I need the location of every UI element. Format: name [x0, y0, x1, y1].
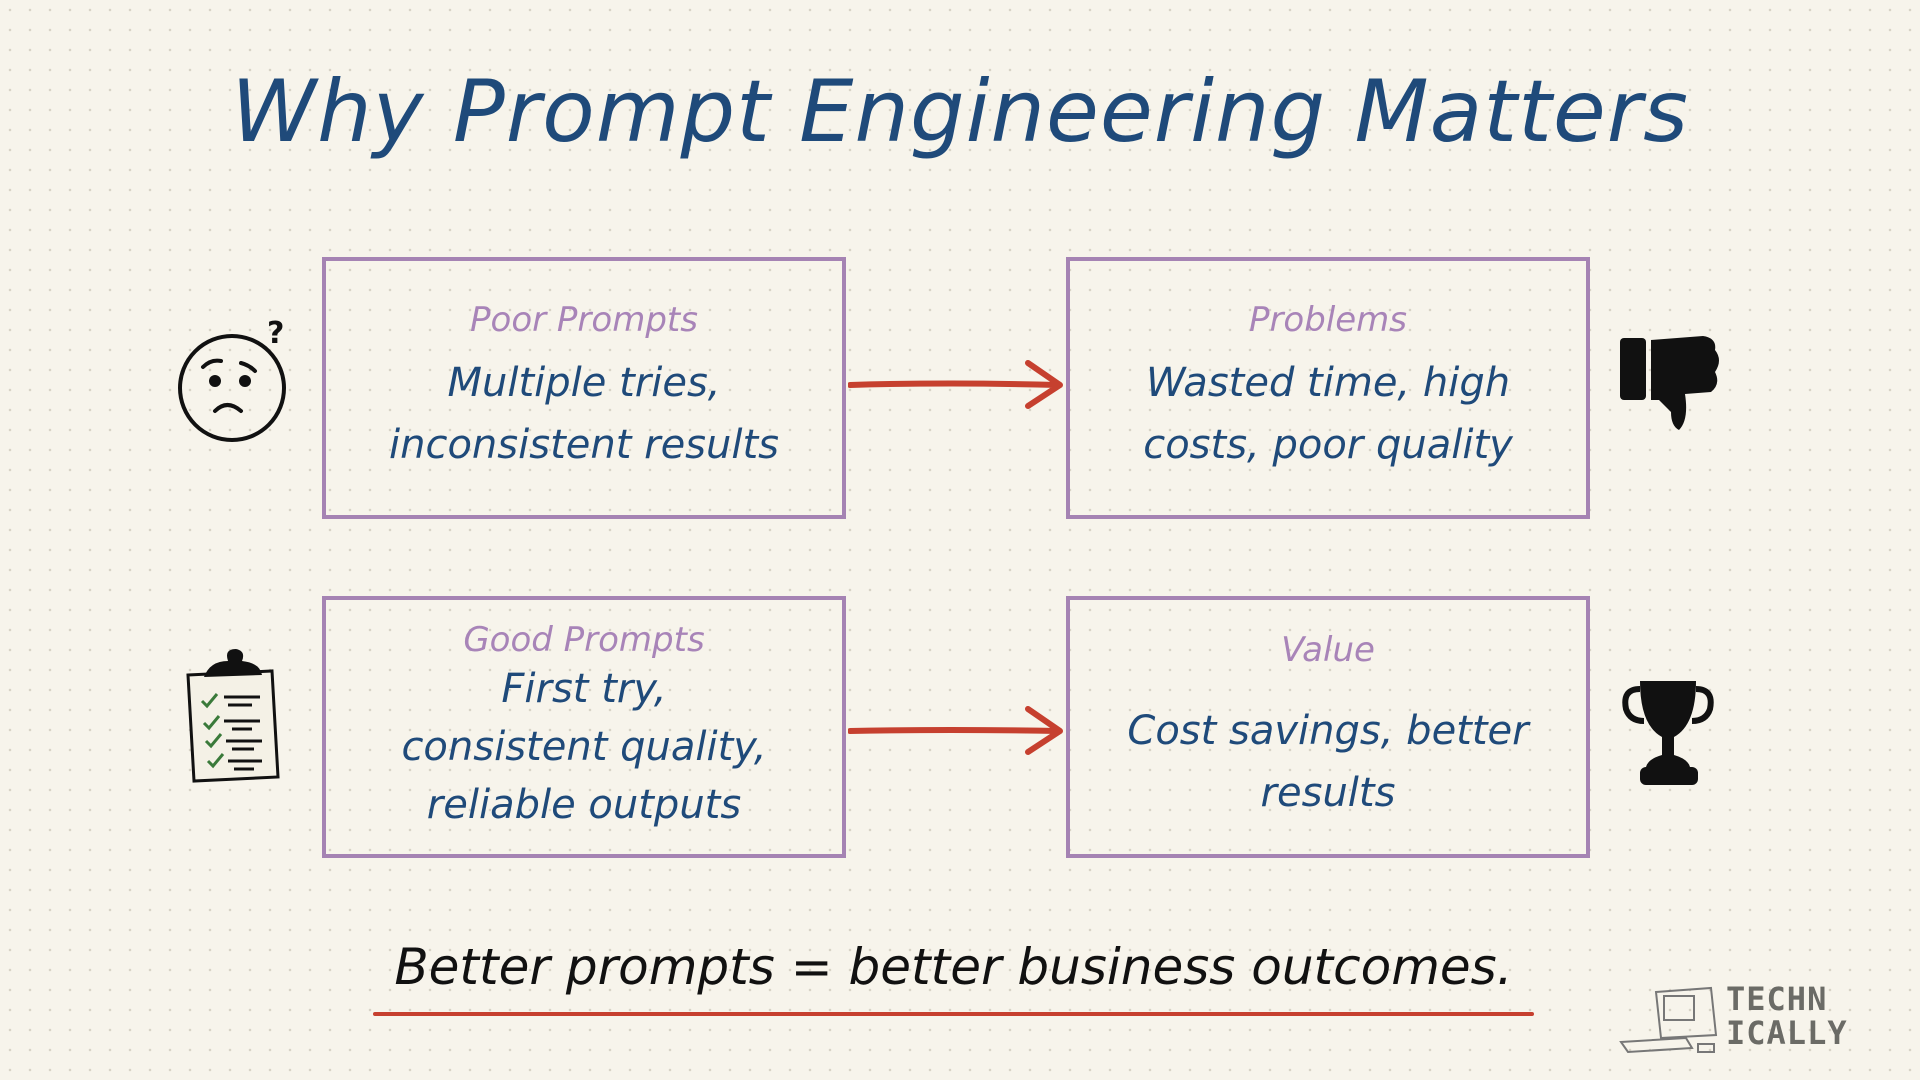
box-text: results [1260, 770, 1396, 816]
poor-prompts-box: Poor Prompts Multiple tries, inconsisten… [322, 257, 846, 519]
box-text: costs, poor quality [1143, 422, 1513, 468]
box-text: reliable outputs [426, 782, 742, 828]
box-text: inconsistent results [389, 422, 779, 468]
thumbs-down-icon [1620, 336, 1719, 430]
footer-underline [373, 1012, 1534, 1016]
computer-icon [1619, 986, 1718, 1054]
box-text: Cost savings, better [1127, 708, 1529, 754]
box-text: consistent quality, [401, 724, 767, 770]
checklist-clipboard-icon [186, 649, 280, 783]
svg-text:?: ? [267, 316, 284, 351]
box-text: Multiple tries, [447, 360, 721, 406]
box-text: Wasted time, high [1145, 360, 1511, 406]
logo-text: TECHN [1726, 980, 1828, 1018]
trophy-icon [1622, 681, 1714, 785]
arrow-right-icon [848, 706, 1063, 755]
good-prompts-box: Good Prompts First try, consistent quali… [322, 596, 846, 858]
arrow-right-icon [848, 360, 1063, 409]
box-heading: Poor Prompts [470, 300, 698, 340]
confused-face-icon: ? [178, 316, 286, 442]
problems-box: Problems Wasted time, high costs, poor q… [1066, 257, 1590, 519]
box-heading: Good Prompts [463, 620, 705, 660]
logo-text: ICALLY [1726, 1014, 1848, 1052]
value-box: Value Cost savings, better results [1066, 596, 1590, 858]
box-heading: Problems [1248, 300, 1408, 340]
box-heading: Value [1281, 630, 1375, 670]
page-title: Why Prompt Engineering Matters [231, 62, 1689, 162]
box-text: First try, [501, 666, 667, 712]
footer-tagline: Better prompts = better business outcome… [394, 938, 1513, 996]
